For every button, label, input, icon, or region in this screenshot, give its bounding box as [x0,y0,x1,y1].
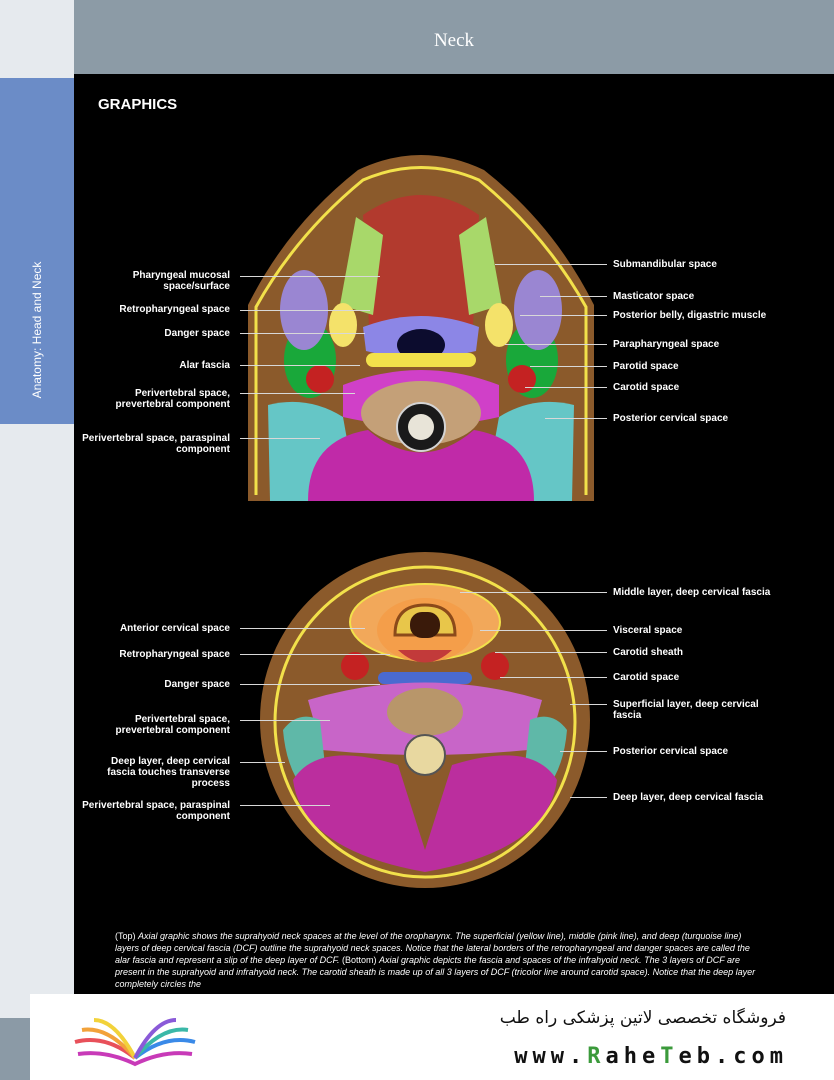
carotid-space-left [306,365,334,393]
leader-line [240,720,330,721]
caption-text-bottom: Axial graphic depicts the fascia and spa… [115,955,756,989]
leader-line [240,276,380,277]
label-danger-space: Danger space [164,679,230,690]
parapharyngeal-space-right [485,303,513,347]
esophagus [398,650,452,663]
caption-lead-top: (Top) [115,931,136,941]
label-submandibular-space: Submandibular space [613,259,717,270]
label-masticator-space: Masticator space [613,291,695,302]
leader-line [240,684,380,685]
label-carotid-sheath: Carotid sheath [613,647,684,658]
label-parotid-space: Parotid space [613,361,679,372]
vertebral-body [387,688,463,736]
label-posterior-cervical-space: Posterior cervical space [613,413,729,424]
store-url-text: www.RaheTeb.com [514,1044,788,1069]
superficial-fascia-yellow-line [254,166,588,495]
left-margin-footer-block [0,1018,30,1080]
leader-line [240,438,320,439]
leader-line [530,366,607,367]
trachea-lumen [410,612,440,638]
leader-line [540,296,607,297]
leader-line [240,333,365,334]
label-visceral-space: Visceral space [613,625,683,636]
leader-line [240,393,355,394]
url-middle: ahe [605,1044,661,1069]
carotid-space-left [341,652,369,680]
leader-line [240,628,365,629]
label-retropharyngeal-space: Retropharyngeal space [119,304,230,315]
url-highlight-t: T [660,1044,679,1069]
label-anterior-cervical-space: Anterior cervical space [119,623,230,634]
figure-caption: (Top) Axial graphic shows the suprahyoid… [115,930,765,990]
leader-line [495,264,607,265]
chapter-side-tab-label: Anatomy: Head and Neck [30,261,44,399]
leader-line [480,630,607,631]
leader-line [495,652,607,653]
leader-line [505,344,607,345]
submandibular-space-right [459,217,502,315]
leader-line [240,805,330,806]
open-book-logo-icon [74,1018,196,1067]
leader-line [240,654,390,655]
superficial-fascia-yellow-line [273,565,577,879]
label-carotid-space: Carotid space [613,672,680,683]
url-highlight-r: R [587,1044,606,1069]
page-header: Neck [74,0,834,74]
label-deep-layer-fascia: Deep layer, deep cervical fascia [613,792,764,803]
infrahyoid-neck-illustration [260,552,590,888]
caption-lead-bottom: (Bottom) [341,955,377,965]
caption-text-top: Axial graphic shows the suprahyoid neck … [115,931,750,965]
paraspinal-muscles [293,755,557,872]
label-alar-fascia: Alar fascia [179,360,230,371]
leader-line [240,365,360,366]
leader-line [560,751,607,752]
masticator-space-right [514,270,562,350]
strap-muscles [363,195,479,333]
retropharyngeal-space [378,672,472,684]
leader-line [460,592,607,593]
carotid-space-right [481,652,509,680]
leader-line [545,418,607,419]
spinal-canal [404,734,446,776]
leader-line [500,677,607,678]
page-header-title: Neck [433,30,475,51]
leader-line [525,387,607,388]
label-posterior-belly-digastric: Posterior belly, digastric muscle [613,310,767,321]
spinal-cord [408,414,434,440]
label-posterior-cervical-space: Posterior cervical space [613,746,729,757]
label-parapharyngeal-space: Parapharyngeal space [613,339,720,350]
label-retropharyngeal-space: Retropharyngeal space [119,649,230,660]
url-prefix: www. [514,1044,588,1069]
label-pharyngeal-mucosal-space: Pharyngeal mucosal space/surface [132,270,230,292]
label-deep-layer-transverse-process: Deep layer, deep cervical fascia touches… [107,756,230,789]
watermark-banner: فروشگاه تخصصی لاتین پزشکی راه طب www.Rah… [30,994,834,1080]
retropharyngeal-space [366,353,476,367]
suprahyoid-neck-illustration [248,155,594,501]
leader-line [570,704,607,705]
section-title: GRAPHICS [98,96,178,113]
chapter-side-tab: Anatomy: Head and Neck [0,78,74,424]
label-perivertebral-prevertebral: Perivertebral space, prevertebral compon… [115,714,230,736]
url-suffix: eb.com [678,1044,788,1069]
label-danger-space: Danger space [164,328,230,339]
label-perivertebral-prevertebral: Perivertebral space, prevertebral compon… [115,388,230,410]
leader-line [240,762,285,763]
leader-line [240,310,370,311]
label-perivertebral-paraspinal: Perivertebral space, paraspinal componen… [82,800,230,822]
leader-line [570,797,607,798]
label-middle-layer-fascia: Middle layer, deep cervical fascia [613,587,771,598]
label-carotid-space: Carotid space [613,382,680,393]
label-superficial-layer-fascia: Superficial layer, deep cervical fascia [613,699,759,721]
parapharyngeal-space-left [329,303,357,347]
carotid-space-right [508,365,536,393]
submandibular-space-left [340,217,383,315]
store-name-text: فروشگاه تخصصی لاتین پزشکی راه طب [499,1008,786,1028]
paraspinal-muscles [308,430,534,501]
leader-line [520,315,607,316]
label-perivertebral-paraspinal: Perivertebral space, paraspinal componen… [82,433,230,455]
